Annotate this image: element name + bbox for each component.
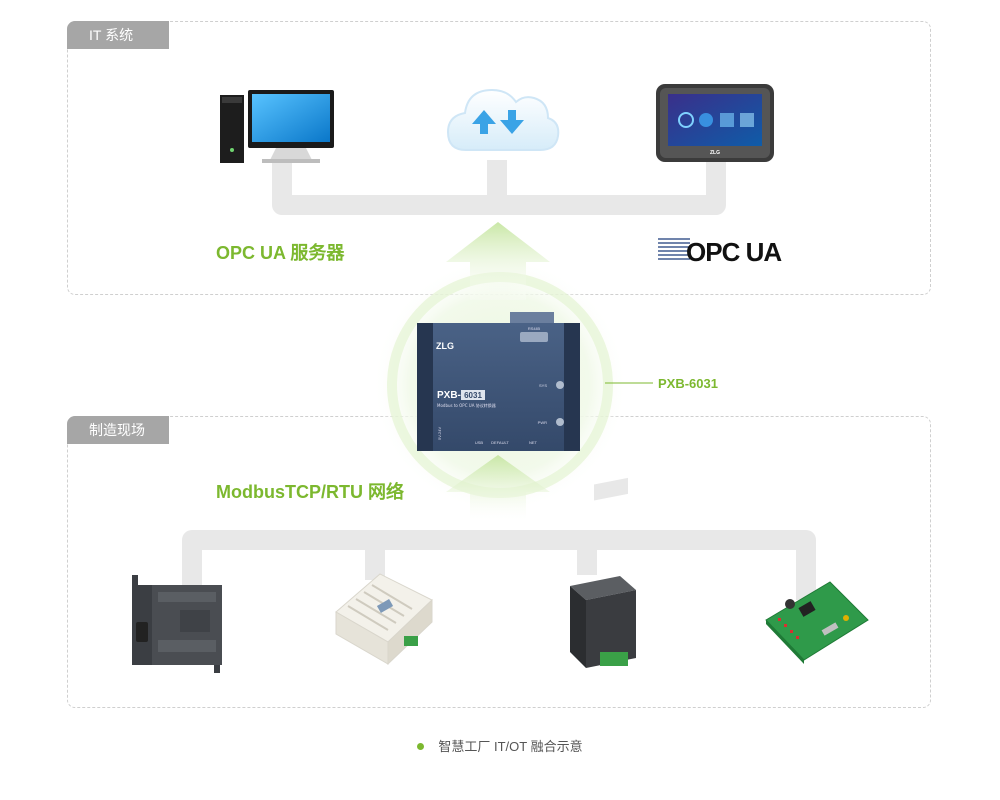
device-led-pwr-label: PWR — [538, 420, 547, 425]
upward-arrow-bottom — [446, 455, 550, 520]
din-rail-module-icon — [570, 477, 636, 668]
sensor-icon — [335, 573, 433, 666]
it-connector-lines — [272, 160, 726, 215]
it-system-tab: IT 系统 — [67, 21, 169, 49]
device-led-sys-label: SYS — [539, 383, 547, 388]
opc-ua-server-label: OPC UA 服务器 — [216, 243, 345, 263]
field-connector-lines — [182, 530, 816, 600]
device-port-rs485-label: RS485 — [528, 326, 541, 331]
footer-caption: 智慧工厂 IT/OT 融合示意 — [0, 736, 1000, 755]
device-model-prefix: PXB- — [437, 390, 461, 401]
manufacturing-tab: 制造现场 — [67, 416, 169, 444]
device-brand: ZLG — [436, 341, 454, 351]
upward-arrow-top — [446, 222, 550, 300]
device-subtitle: Modbus to OPC UA 协议转换器 — [437, 402, 496, 408]
desktop-computer-icon — [220, 90, 334, 163]
device-port-net-label: NET — [529, 440, 538, 445]
device-port-default-label: DEFAULT — [491, 440, 509, 445]
device-power-label: 5V-24V — [437, 427, 442, 440]
bullet-dot-icon — [417, 743, 425, 751]
gateway-device-icon: RS485 ZLG PXB- 6031 Modbus to OPC UA 协议转… — [417, 312, 580, 451]
device-callout-label: PXB-6031 — [658, 376, 718, 391]
modbus-network-label: ModbusTCP/RTU 网络 — [216, 482, 404, 502]
svg-text:ZLG: ZLG — [710, 150, 720, 156]
opc-ua-logo: OPC UA — [658, 237, 783, 267]
device-port-usb-label: USB — [475, 440, 484, 445]
footer-caption-text: 智慧工厂 IT/OT 融合示意 — [438, 739, 583, 754]
hmi-tablet-icon: ZLG — [656, 84, 774, 162]
plc-icon — [132, 575, 222, 673]
device-model-number: 6031 — [464, 391, 482, 400]
opc-ua-logo-text: OPC UA — [686, 237, 782, 267]
cloud-sync-icon — [446, 88, 560, 151]
circuit-board-icon — [765, 581, 869, 664]
